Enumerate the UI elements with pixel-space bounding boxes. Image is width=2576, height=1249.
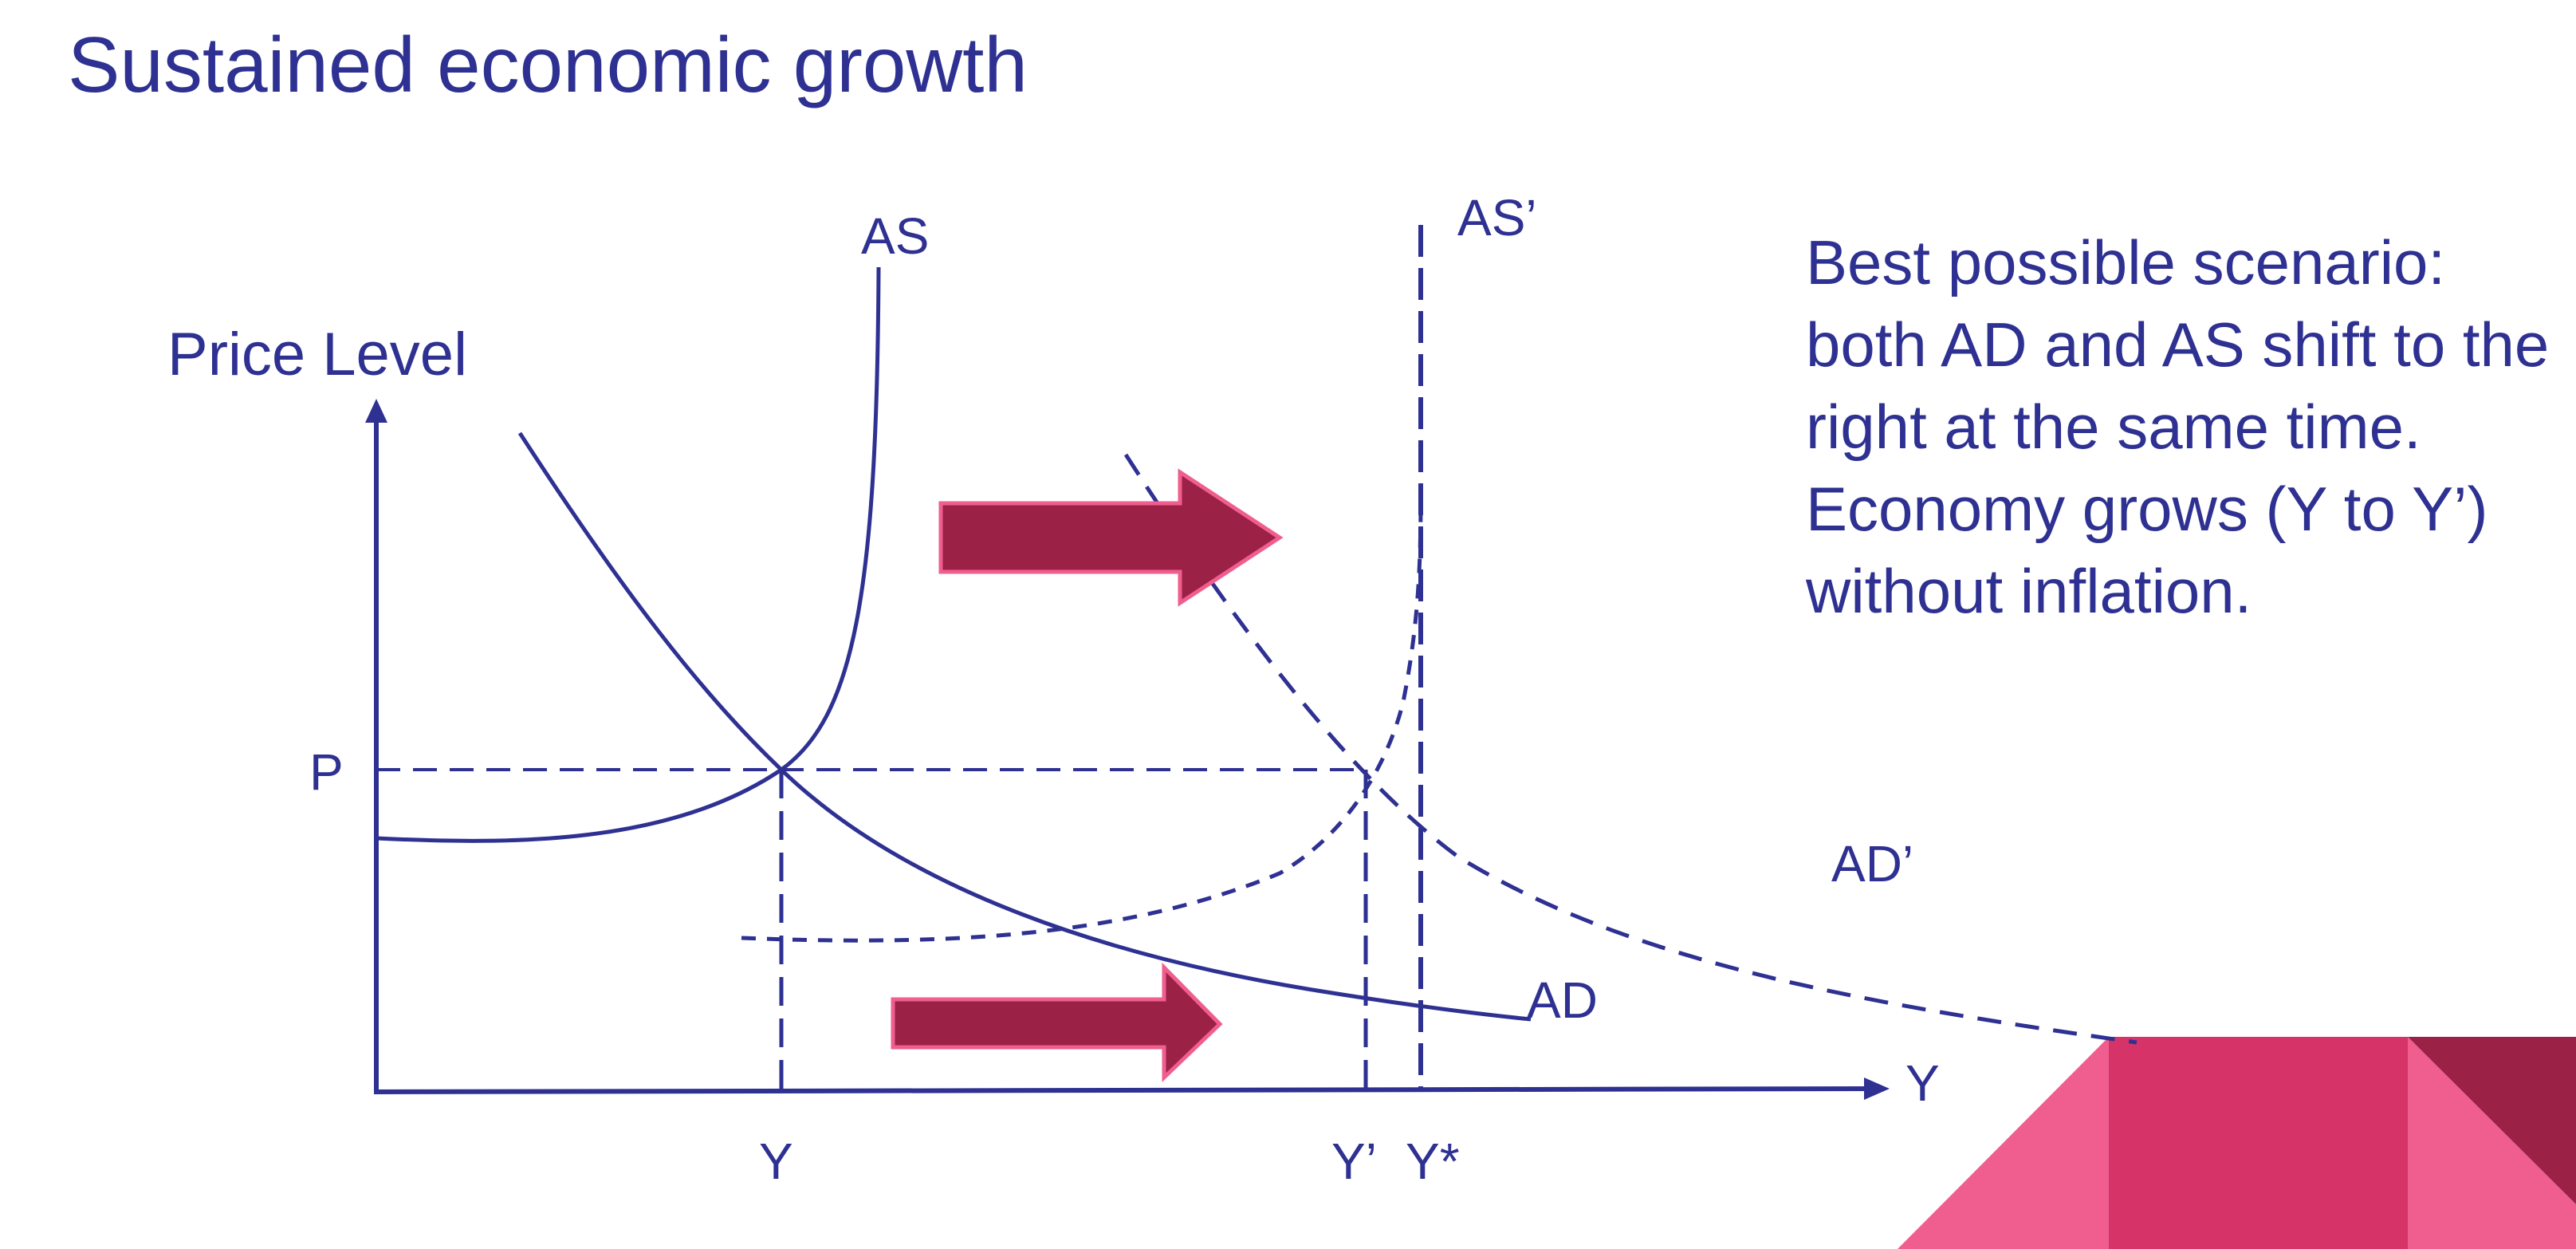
as-curve bbox=[376, 266, 881, 843]
y-axis-label: Price Level bbox=[167, 321, 467, 388]
x-axis-arrowhead bbox=[1864, 1078, 1890, 1100]
lower-shift-arrow bbox=[891, 962, 1223, 1082]
corner-mid-shape bbox=[2109, 1037, 2408, 1249]
scenario-description: Best possible scenario: both AD and AS s… bbox=[1806, 227, 2550, 626]
price-tick-label: P bbox=[309, 743, 344, 801]
corner-light-shape bbox=[1898, 1037, 2109, 1249]
corner-dark-shape bbox=[2408, 1037, 2576, 1204]
as-shifted-label: AS’ bbox=[1457, 189, 1537, 246]
y-axis-arrowhead bbox=[365, 399, 387, 423]
ad-label: AD bbox=[1527, 971, 1598, 1029]
x-axis-label: Y bbox=[1905, 1054, 1940, 1112]
as-shifted-curve bbox=[741, 494, 1423, 943]
ad-curve bbox=[517, 431, 1532, 1022]
corner-decoration bbox=[1898, 1037, 2576, 1249]
axes bbox=[365, 399, 1890, 1100]
x-tick-y-star: Y* bbox=[1406, 1133, 1460, 1190]
ad-shifted-label: AD’ bbox=[1831, 835, 1913, 892]
slide-title: Sustained economic growth bbox=[68, 21, 1028, 108]
x-axis bbox=[373, 1086, 1870, 1094]
as-label: AS bbox=[861, 207, 929, 265]
x-tick-y-prime: Y’ bbox=[1331, 1133, 1377, 1190]
ad-shifted-curve bbox=[1123, 453, 2137, 1045]
x-tick-y: Y bbox=[759, 1133, 793, 1190]
corner-light-right-shape bbox=[2408, 1037, 2576, 1249]
upper-shift-arrow bbox=[938, 468, 1284, 607]
